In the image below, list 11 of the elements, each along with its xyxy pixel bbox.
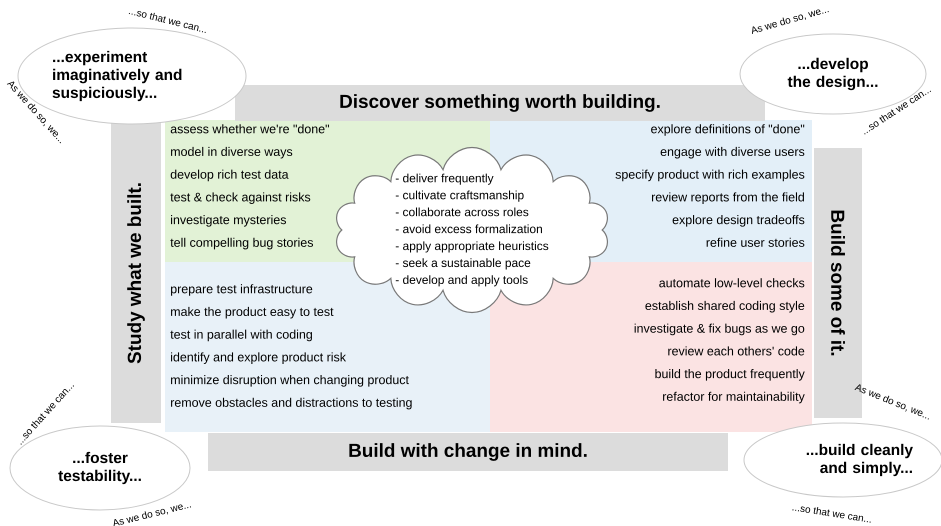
node-label: ...develop the design...	[788, 58, 878, 90]
banner-bar: Discover something worth building.	[235, 85, 765, 121]
arc-caption: As we do so, we...	[854, 384, 929, 420]
arc-caption: As we do so, we...	[752, 9, 829, 34]
banner-bar: Build with change in mind.	[208, 433, 728, 471]
node-label: ...build cleanly and simply...	[806, 444, 913, 476]
bullet-list: automate low-level checks establish shared coding style investigate & fix bugs as we go review each others' code build the product frequently refactor for maintainability	[634, 278, 805, 404]
banner-bar: Study what we built.	[111, 123, 161, 423]
bullet-list: assess whether we're "done" model in diverse ways develop rich test data test & check against risks investigate mysteries tell compelling bug stories	[170, 124, 329, 250]
arc-caption: ...so that we can...	[792, 506, 871, 523]
bullet-list: explore definitions of "done" engage with diverse users specify product with rich examples review reports from the field explore design tradeoffs refine user stories	[616, 124, 804, 247]
